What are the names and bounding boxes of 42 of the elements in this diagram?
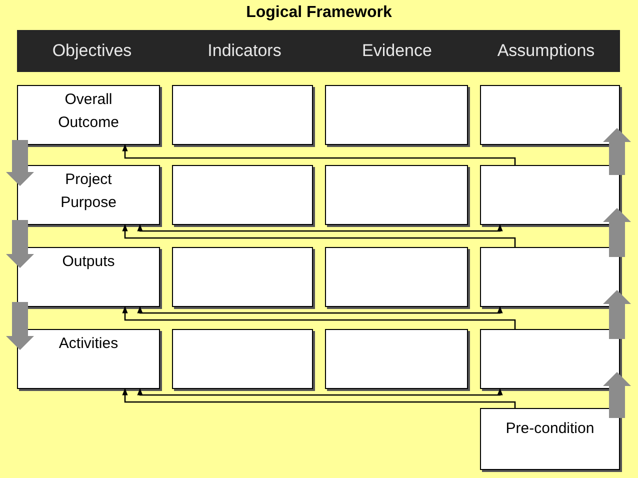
empty-box	[172, 85, 313, 145]
empty-box	[325, 165, 468, 225]
diagram-title: Logical Framework	[245, 4, 393, 22]
empty-box	[325, 247, 468, 307]
empty-box	[172, 329, 313, 389]
arrow	[137, 306, 503, 314]
block-arrow	[603, 208, 631, 257]
box-label: Outputs	[62, 252, 115, 272]
block-arrow	[6, 140, 34, 186]
empty-box	[172, 247, 313, 307]
column-heading: Indicators	[206, 41, 282, 61]
framework-box	[17, 329, 160, 389]
empty-box	[480, 247, 620, 307]
column-heading: Assumptions	[496, 41, 596, 61]
arrow	[137, 388, 503, 396]
block-arrow	[6, 220, 34, 268]
block-arrow	[603, 290, 631, 339]
framework-box	[17, 165, 160, 225]
empty-box	[480, 85, 620, 145]
empty-box	[480, 165, 620, 225]
framework-box	[480, 408, 620, 470]
block-arrow	[603, 372, 631, 418]
arrow	[122, 388, 516, 408]
empty-box	[325, 329, 468, 389]
header-band	[17, 30, 620, 72]
framework-box	[17, 247, 160, 307]
arrow	[122, 224, 516, 247]
block-arrow	[6, 302, 34, 350]
empty-box	[325, 85, 468, 145]
framework-box	[17, 85, 160, 145]
arrow	[122, 144, 516, 165]
column-heading: Objectives	[51, 41, 133, 61]
box-label: Project Purpose	[60, 170, 118, 213]
box-label: Activities	[58, 334, 118, 354]
block-arrow	[603, 128, 631, 175]
box-label: Pre-condition	[506, 419, 594, 439]
arrow	[137, 224, 503, 232]
column-heading: Evidence	[361, 41, 433, 61]
empty-box	[172, 165, 313, 225]
arrow	[122, 306, 516, 329]
box-label: Overall Outcome	[57, 90, 120, 133]
empty-box	[480, 329, 620, 389]
